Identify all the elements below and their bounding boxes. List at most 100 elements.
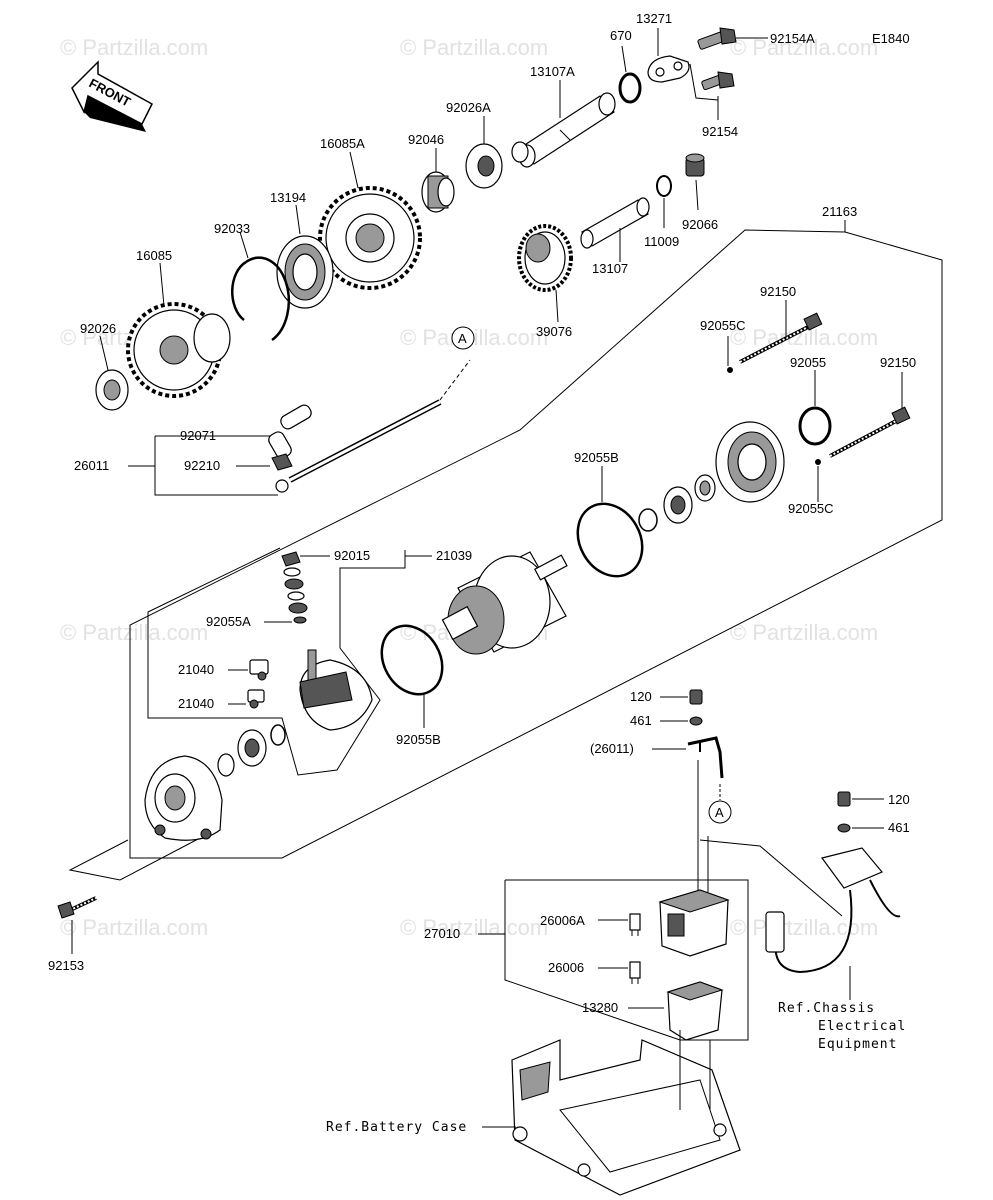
label-670: 670 xyxy=(610,28,632,43)
part-92026A-flange[interactable] xyxy=(465,141,529,189)
group-frames xyxy=(68,229,943,1041)
callout-a-label: A xyxy=(458,331,467,346)
part-11009-gasket[interactable] xyxy=(656,175,672,197)
part-26011-cable[interactable] xyxy=(267,359,471,493)
label-92026A: 92026A xyxy=(446,100,491,115)
leader-92153 xyxy=(68,837,201,881)
part-120-bolt-b[interactable] xyxy=(837,791,851,807)
part-13107-shaft[interactable] xyxy=(580,197,650,249)
part-670-oring[interactable] xyxy=(618,72,642,104)
part-92015-nut-stack[interactable] xyxy=(281,551,308,624)
label-461-b: 461 xyxy=(888,820,910,835)
ref-chassis-line3: Equipment xyxy=(818,1037,897,1052)
label-13107A: 13107A xyxy=(530,64,575,79)
part-16085A-gear[interactable] xyxy=(318,186,422,290)
watermark: © Partzilla.com xyxy=(730,35,878,60)
label-16085: 16085 xyxy=(136,248,172,263)
part-92055B-oring-upper[interactable] xyxy=(565,492,655,588)
part-13107A-shaft[interactable] xyxy=(518,92,616,168)
part-92055C-dowel-lower[interactable] xyxy=(815,459,821,465)
part-92055-oring[interactable] xyxy=(798,406,832,446)
label-92066: 92066 xyxy=(682,217,718,232)
part-relay[interactable] xyxy=(658,889,730,957)
part-26006A-fuse[interactable] xyxy=(629,913,641,936)
part-92150-bolt-upper[interactable] xyxy=(739,312,823,364)
part-92153-bolt[interactable] xyxy=(57,896,97,919)
label-92154: 92154 xyxy=(702,124,738,139)
label-27010: 27010 xyxy=(424,926,460,941)
label-92150-lower: 92150 xyxy=(880,355,916,370)
part-92026-bushing[interactable] xyxy=(95,369,129,411)
part-rear-cover[interactable] xyxy=(144,755,223,841)
label-92015: 92015 xyxy=(334,548,370,563)
ref-battery-case: Ref.Battery Case xyxy=(326,1120,467,1135)
label-92055B-upper: 92055B xyxy=(574,450,619,465)
watermark: © Partzilla.com xyxy=(730,620,878,645)
group-frame-21039 xyxy=(147,547,406,776)
label-92046: 92046 xyxy=(408,132,444,147)
label-92033: 92033 xyxy=(214,221,250,236)
label-13271: 13271 xyxy=(636,11,672,26)
part-13271-plate[interactable] xyxy=(647,55,690,83)
watermark: © Partzilla.com xyxy=(60,35,208,60)
part-21040-brush-upper[interactable] xyxy=(249,659,269,681)
part-92066-plug[interactable] xyxy=(685,153,705,177)
label-92154A: 92154A xyxy=(770,31,815,46)
part-26011-terminal[interactable] xyxy=(687,736,724,779)
part-bearing-seals[interactable] xyxy=(638,474,716,532)
label-21040-lower: 21040 xyxy=(178,696,214,711)
part-92055B-oring-lower[interactable] xyxy=(370,615,454,705)
part-26006-fuse[interactable] xyxy=(629,961,641,984)
label-26011: 26011 xyxy=(74,458,109,473)
part-92154-bolt[interactable] xyxy=(701,71,735,91)
part-13280-holder[interactable] xyxy=(666,981,724,1041)
label-92055A: 92055A xyxy=(206,614,251,629)
label-120-b: 120 xyxy=(888,792,910,807)
label-120-a: 120 xyxy=(630,689,652,704)
watermark: © Partzilla.com xyxy=(730,915,878,940)
label-21163: 21163 xyxy=(822,204,857,219)
label-11009: 11009 xyxy=(644,234,679,249)
label-92210: 92210 xyxy=(184,458,220,473)
part-92033-snap-ring[interactable] xyxy=(231,256,291,342)
label-92071: 92071 xyxy=(180,428,216,443)
part-21040-brush-lower[interactable] xyxy=(247,689,265,709)
label-92150-upper: 92150 xyxy=(760,284,796,299)
ref-chassis-line2: Electrical xyxy=(818,1019,906,1034)
diagram-id: E1840 xyxy=(872,31,910,46)
label-461-a: 461 xyxy=(630,713,652,728)
callout-a-label: A xyxy=(715,805,724,820)
part-front-cover[interactable] xyxy=(715,421,785,503)
bracket-26011 xyxy=(154,436,278,496)
group-frame-21163 xyxy=(129,229,943,859)
part-39076-idle-gear[interactable] xyxy=(517,224,573,292)
part-rear-bearing-seals[interactable] xyxy=(217,724,286,777)
label-92026: 92026 xyxy=(80,321,116,336)
label-92055C-upper: 92055C xyxy=(700,318,746,333)
label-39076: 39076 xyxy=(536,324,572,339)
callout-a-lower: A xyxy=(708,800,732,824)
part-92055C-dowel-upper[interactable] xyxy=(727,367,733,373)
label-16085A: 16085A xyxy=(320,136,365,151)
watermark: © Partzilla.com xyxy=(400,35,548,60)
label-21039: 21039 xyxy=(436,548,472,563)
part-92150-bolt-lower[interactable] xyxy=(829,406,911,458)
part-brush-holder[interactable] xyxy=(299,649,373,731)
part-chassis-harness[interactable] xyxy=(765,847,901,974)
part-16085-gear[interactable] xyxy=(126,302,231,398)
part-armature[interactable] xyxy=(441,551,568,655)
part-92046-bearing[interactable] xyxy=(421,171,455,213)
label-92153: 92153 xyxy=(48,958,84,973)
callout-a-upper: A xyxy=(451,326,475,350)
part-battery-case[interactable] xyxy=(511,1030,741,1196)
part-461-washer-a[interactable] xyxy=(689,716,703,726)
watermark: © Partzilla.com xyxy=(400,915,548,940)
part-13194-clutch[interactable] xyxy=(276,235,334,309)
label-13280: 13280 xyxy=(582,1000,618,1015)
part-120-bolt-a[interactable] xyxy=(689,689,703,705)
part-92154A-bolt[interactable] xyxy=(697,27,737,50)
label-92055B-lower: 92055B xyxy=(396,732,441,747)
part-461-washer-b[interactable] xyxy=(837,823,851,833)
label-13194: 13194 xyxy=(270,190,306,205)
